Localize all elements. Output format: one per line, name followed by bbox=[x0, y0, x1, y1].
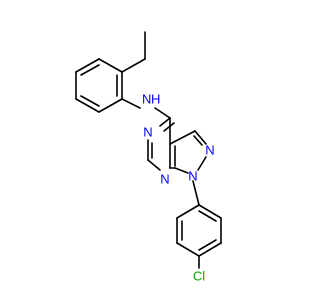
bond bbox=[176, 242, 200, 257]
bond bbox=[98, 98, 123, 113]
bonds bbox=[75, 31, 222, 269]
atom-cl: Cl bbox=[193, 269, 205, 284]
bond bbox=[198, 239, 217, 251]
atom-labels: N H N N N N Cl bbox=[142, 92, 215, 284]
atom-n-pyrimidine-left: N bbox=[143, 125, 152, 140]
bond bbox=[198, 210, 217, 222]
atom-n-pyrazole-top: N bbox=[205, 143, 214, 158]
bond bbox=[154, 107, 171, 119]
bond bbox=[80, 95, 100, 107]
bond bbox=[163, 122, 175, 132]
bond bbox=[98, 58, 123, 73]
bond bbox=[169, 130, 196, 145]
atom-h-amine: H bbox=[151, 92, 160, 107]
bond bbox=[197, 156, 207, 171]
bond bbox=[159, 117, 171, 127]
bond bbox=[121, 98, 141, 109]
bond bbox=[147, 159, 161, 171]
bond bbox=[121, 58, 146, 73]
bond bbox=[80, 64, 100, 76]
atom-n-amine: N bbox=[142, 92, 151, 107]
atom-n-pyrazole-bottom: N bbox=[188, 169, 197, 184]
bond bbox=[75, 58, 100, 73]
bond bbox=[75, 98, 100, 113]
bond bbox=[194, 130, 207, 145]
bond bbox=[198, 242, 222, 257]
bond bbox=[198, 204, 222, 219]
bond bbox=[176, 204, 200, 219]
molecule-canvas: N H N N N N Cl bbox=[75, 31, 222, 284]
bond bbox=[192, 180, 200, 206]
bond bbox=[174, 167, 189, 174]
molecule-structure-diagram: N H N N N N Cl bbox=[75, 31, 222, 284]
bond bbox=[193, 135, 203, 146]
atom-n-pyrimidine-bottom: N bbox=[160, 172, 169, 187]
